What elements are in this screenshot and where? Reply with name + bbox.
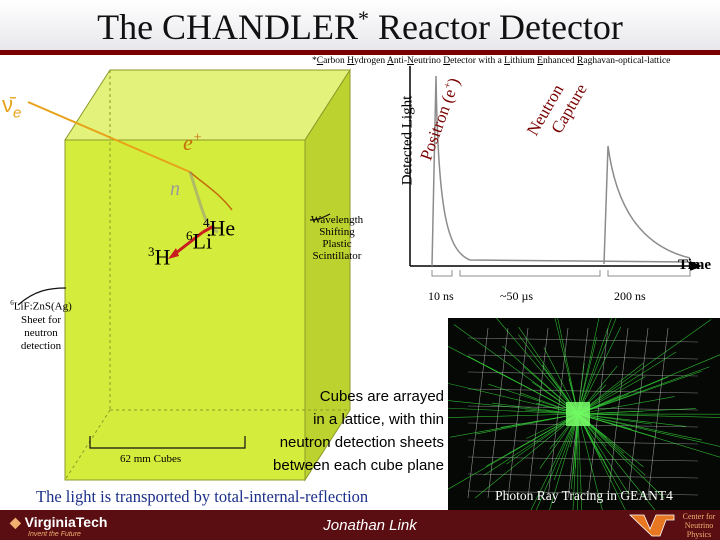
- alpha-arrow: [202, 224, 215, 234]
- cube-front-face: [64, 139, 306, 481]
- tick-10ns: 10 ns: [428, 289, 454, 303]
- signal-y-label: Detected Light: [399, 95, 416, 186]
- acronym-word-rest: eutrino: [413, 56, 444, 66]
- acronym-letter: N: [407, 56, 414, 66]
- acronym-word-rest: ithium: [509, 56, 538, 66]
- university-tagline: Invent the Future: [28, 531, 81, 538]
- acronym-letter: A: [386, 56, 394, 66]
- li6-label: 6Li: [186, 228, 213, 254]
- acronym-letter: E: [537, 56, 543, 66]
- acronym-word-rest: aghavan-optical-lattice: [583, 56, 671, 66]
- positron-pulse: [431, 75, 691, 267]
- cube-size-label: 62 mm Cubes: [120, 453, 182, 465]
- center-for-neutrino-physics: Center for Neutrino Physics: [682, 512, 716, 539]
- lif-pointer: [17, 287, 67, 306]
- triton-arrowhead: [168, 248, 179, 259]
- university-name: ◆ VirginiaTech: [10, 514, 108, 530]
- acronym-word-rest: ydrogen: [353, 56, 387, 66]
- acronym-letter: D: [443, 56, 451, 66]
- lattice-description: Cubes are arrayed in a lattice, with thi…: [273, 388, 444, 474]
- wls-pointer: [309, 213, 331, 221]
- virginia-tech-logo: ◆ VirginiaTech Invent the Future: [10, 514, 107, 538]
- footer-bar: [0, 510, 720, 540]
- acronym-letter: R: [577, 56, 584, 66]
- acronym-word-rest: arbon: [323, 56, 348, 66]
- he4-label: 4He: [203, 215, 236, 241]
- antineutrino-label: ν̄e: [2, 92, 22, 122]
- tir-statement: The light is transported by total-intern…: [36, 487, 369, 506]
- acronym-word-rest: etector with a: [450, 56, 505, 66]
- wls-label: Wavelength Shifting Plastic Scintillator: [310, 214, 364, 262]
- slide-title: The CHANDLER* Reactor Detector: [97, 6, 623, 47]
- geant4-caption: Photon Ray Tracing in GEANT4: [495, 488, 673, 503]
- cube-hidden-edge: [64, 409, 111, 481]
- presenter-name: Jonathan Link: [323, 517, 417, 534]
- tick-bracket-200ns: [607, 270, 691, 277]
- h3-label: 3H: [148, 244, 171, 270]
- acronym-letter: C: [316, 56, 324, 66]
- cube-top-face: [64, 69, 351, 141]
- neutron-label: n: [170, 178, 180, 200]
- tick-200ns: 200 ns: [614, 289, 646, 303]
- vt-shield-icon: ◆: [10, 514, 21, 530]
- antineutrino-track: [27, 101, 191, 173]
- positron-track: [189, 171, 233, 211]
- positron-label: e+: [183, 130, 203, 155]
- cube-diagram: [17, 68, 351, 482]
- signal-x-arrow: [690, 261, 702, 271]
- tick-50us: ~50 µs: [500, 289, 534, 303]
- acronym-prefix: *: [312, 56, 317, 66]
- size-bracket: [89, 436, 246, 449]
- lif-label: 6LiF:ZnS(Ag) Sheet for neutron detection: [10, 299, 72, 352]
- title-underline: [0, 50, 720, 55]
- title-bar: [0, 0, 720, 50]
- acronym-word-rest: nhanced: [542, 56, 578, 66]
- neutron-track: [188, 171, 219, 234]
- vt-mark-icon: [629, 514, 675, 537]
- acronym-letter: L: [504, 56, 510, 66]
- signal-x-label: Time: [678, 257, 712, 273]
- geant4-ray-tracing-image: [448, 318, 720, 510]
- acronym-note: *Carbon Hydrogen Anti-Neutrino Detector …: [312, 56, 670, 66]
- signal-plot: [409, 66, 702, 277]
- geant4-render: [448, 318, 720, 510]
- tick-bracket-10ns: [431, 270, 453, 277]
- acronym-letter: H: [347, 56, 354, 66]
- acronym-word-rest: nti-: [393, 56, 408, 66]
- neutron-pulse: [603, 145, 691, 265]
- tick-bracket-50us: [459, 270, 601, 277]
